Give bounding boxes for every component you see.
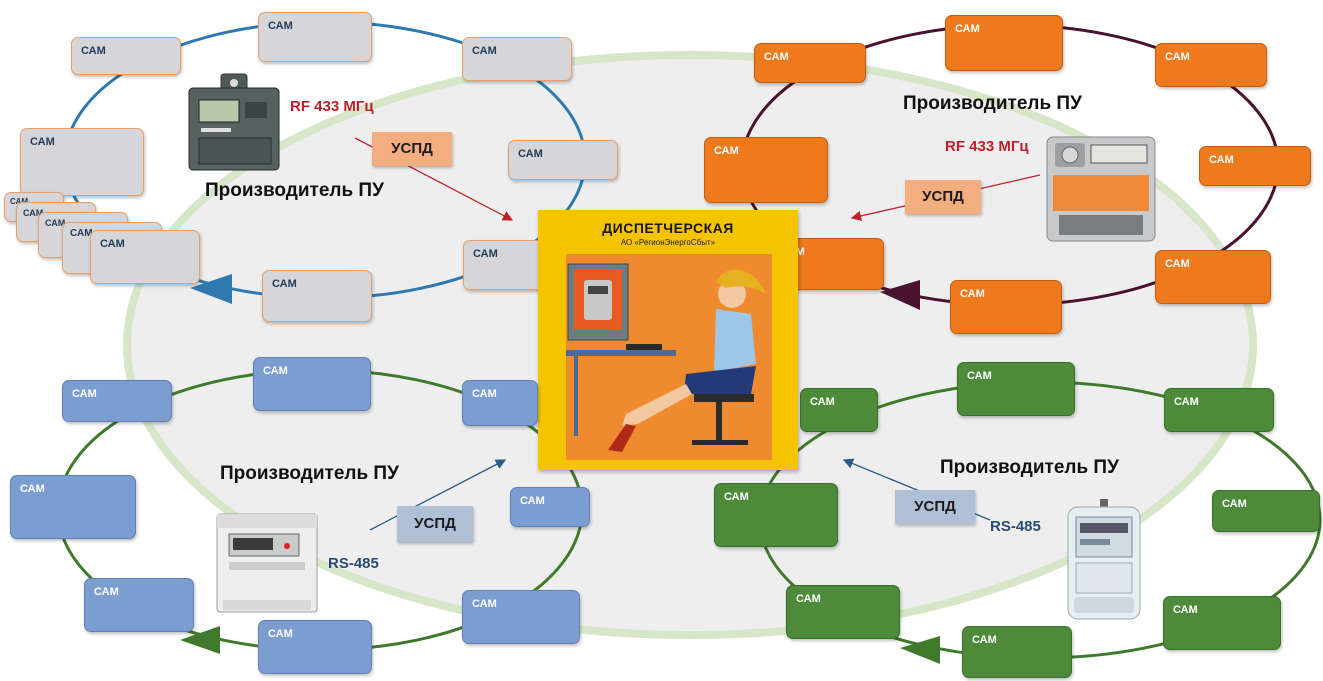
cam-node: САМ: [62, 380, 172, 422]
electricity-meter-image: [216, 513, 318, 613]
ring-arrow-top-right: [880, 280, 920, 310]
cam-node: САМ: [1163, 596, 1281, 650]
link-label-rf: RF 433 МГц: [945, 138, 1029, 155]
cam-node: САМ: [1212, 490, 1320, 532]
ring-arrow-bottom-left: [180, 626, 220, 654]
cam-node: САМ: [950, 280, 1062, 334]
cam-node: САМ: [262, 270, 372, 322]
cam-node: САМ: [10, 475, 136, 539]
ring-arrow-top-left: [190, 274, 232, 304]
cam-node: САМ: [510, 487, 590, 527]
link-label-rs485: RS-485: [990, 518, 1041, 535]
cam-node: САМ: [704, 137, 828, 203]
cam-node: САМ: [962, 626, 1072, 678]
manufacturer-label: Производитель ПУ: [220, 463, 399, 484]
electricity-meter-image: [1067, 499, 1141, 620]
uspd-hub: УСПД: [397, 506, 473, 542]
uspd-hub: УСПД: [372, 132, 452, 166]
cam-node: САМ: [1155, 250, 1271, 304]
dispatch-subtitle: АО «РегионЭнергоСбыт»: [620, 238, 716, 247]
dispatch-title: ДИСПЕТЧЕРСКАЯ: [602, 220, 734, 236]
cam-node: САМ: [258, 12, 372, 62]
electricity-meter-image: [1046, 136, 1156, 242]
link-label-rf: RF 433 МГц: [290, 98, 374, 115]
uspd-hub: УСПД: [895, 490, 975, 524]
cam-node: САМ: [20, 128, 144, 196]
cam-node: САМ: [800, 388, 878, 432]
cam-node: САМ: [1155, 43, 1267, 87]
link-label-rs485: RS-485: [328, 555, 379, 572]
cam-node: САМ: [714, 483, 838, 547]
cam-node: САМ: [90, 230, 200, 284]
cam-node: САМ: [1164, 388, 1274, 432]
dispatcher-illustration: [566, 254, 772, 460]
cam-node: САМ: [957, 362, 1075, 416]
cam-node: САМ: [258, 620, 372, 674]
cam-node: САМ: [84, 578, 194, 632]
cam-node: САМ: [71, 37, 181, 75]
cam-node: САМ: [462, 380, 538, 426]
cam-node: САМ: [462, 590, 580, 644]
ring-arrow-bottom-right: [900, 636, 940, 664]
cam-node: САМ: [754, 43, 866, 83]
uspd-hub: УСПД: [905, 180, 981, 214]
manufacturer-label: Производитель ПУ: [940, 457, 1119, 478]
cam-node: САМ: [945, 15, 1063, 71]
manufacturer-label: Производитель ПУ: [205, 180, 384, 201]
cam-node: САМ: [1199, 146, 1311, 186]
dispatch-center: ДИСПЕТЧЕРСКАЯ АО «РегионЭнергоСбыт»: [538, 210, 798, 470]
cam-node: САМ: [462, 37, 572, 81]
electricity-meter-image: [188, 73, 280, 171]
manufacturer-label: Производитель ПУ: [903, 93, 1082, 114]
cam-node: САМ: [253, 357, 371, 411]
cam-node: САМ: [786, 585, 900, 639]
cam-node: САМ: [508, 140, 618, 180]
link-arrow-bottom-left: [369, 459, 507, 531]
